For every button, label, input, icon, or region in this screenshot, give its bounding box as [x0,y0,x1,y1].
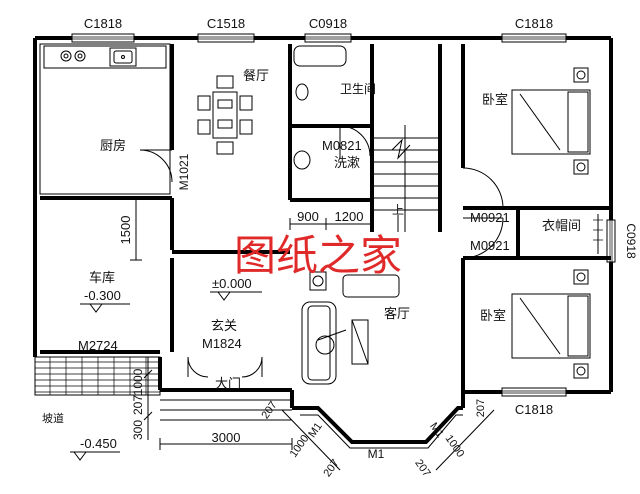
ramp [34,356,161,396]
level-outside: -0.450 [80,436,117,451]
door-label-bay-left: M1 [306,421,325,440]
window-marks [71,33,616,397]
dim-1200: 1200 [335,209,364,224]
door-label-wash: M0821 [322,138,362,153]
door-label-dining: M1021 [177,153,191,190]
dim-207-vertical: 207 [131,395,145,415]
window-label-cloak: C0918 [624,223,638,259]
room-label-garage: 车库 [89,270,115,286]
dim-207-a: 207 [259,399,279,421]
room-label-dining: 餐厅 [243,68,269,84]
kitchen-door [139,149,173,183]
dim-3000: 3000 [212,430,241,445]
stair-label: 上 [392,203,404,217]
main-door [187,356,263,378]
room-label-cloakroom: 衣帽间 [542,218,581,234]
window-label-bed-bottom: C1818 [515,402,553,417]
dim-300: 300 [131,420,145,440]
bed-bottom [511,269,591,379]
dim-1500: 1500 [118,216,133,245]
dim-207-d: 207 [475,399,487,417]
dimension-lines [130,197,495,471]
entry-steps [160,399,292,421]
kitchen-counter [43,45,167,69]
dim-1000-bay-right: 1000 [443,433,467,460]
sofa-set [301,271,400,385]
room-label-bedroom-top: 卧室 [482,92,508,108]
window-label-dining: C1518 [207,16,245,31]
door-label-bed-top: M0921 [470,210,510,225]
dim-900: 900 [297,209,319,224]
room-label-ramp: 坡道 [42,411,64,425]
door-label-bay: M1 [368,447,385,461]
door-label-garage: M2724 [78,338,118,353]
window-label-bath: C0918 [309,16,347,31]
room-label-bedroom-bottom: 卧室 [480,308,506,324]
room-label-wash: 洗漱 [334,156,360,171]
room-label-kitchen: 厨房 [100,138,126,154]
dim-207-b: 207 [321,457,341,479]
bedroom-doors [462,167,504,259]
dim-1000: 1000 [131,368,145,395]
room-label-foyer: 玄关 [211,319,237,334]
watermark: 图纸之家 [234,231,402,280]
room-label-living: 客厅 [384,306,410,322]
bed-top [511,67,591,175]
room-label-main-door: 大门 [215,377,241,392]
bathroom-fixtures [293,45,371,170]
level-markers [70,291,262,461]
door-label-foyer: M1824 [202,336,242,351]
staircase [372,125,440,232]
window-label-bed-top: C1818 [515,16,553,31]
door-label-bed-bottom: M0921 [470,238,510,253]
window-label-kitchen: C1818 [84,16,122,31]
cloakroom-rail [593,214,603,254]
dining-table [197,75,253,155]
dim-207-c: 207 [412,457,432,479]
interior-walls [39,43,611,392]
level-garage: -0.300 [84,288,121,303]
room-label-bathroom: 卫生间 [340,82,376,96]
level-foyer: ±0.000 [212,276,252,291]
